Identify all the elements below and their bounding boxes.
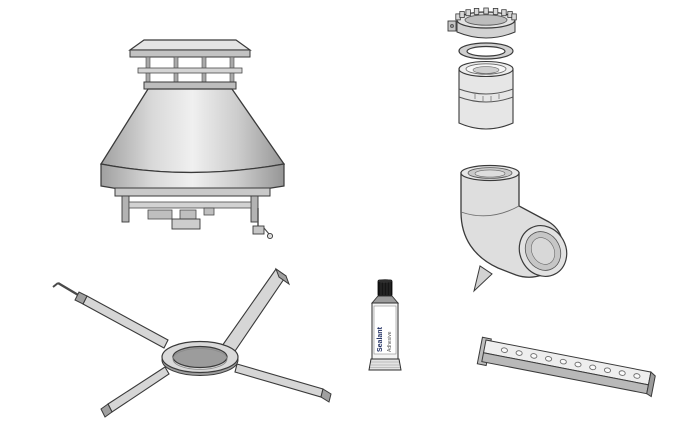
center-ring [161,340,239,376]
tube-crimp [368,358,402,371]
elbow-fin [473,265,493,293]
castellated-collar-gasket-and-pipe-section [447,7,517,130]
tube-label-text-primary: Sealant [377,326,384,352]
tube-body: Sealant Adhesive [371,302,399,360]
sealant-tube: Sealant Adhesive [368,279,402,371]
elbow-inlet-opening [460,164,520,182]
bracket-arms [82,268,324,413]
pipe-label-band [458,88,514,103]
strap-holes [500,347,641,379]
arm-lower-left [107,366,170,413]
cross-support-bracket-with-rod [52,267,332,418]
hanging-bracket [252,208,274,240]
perforated-support-strap [476,336,656,398]
rain-cap [128,39,252,58]
sealant-tube-figure: Sealant Adhesive [368,278,408,378]
tube-label-text-secondary: Adhesive [387,331,393,352]
pipe-section [458,60,514,130]
strap-end-face [646,371,656,398]
tube-label [373,305,397,355]
strap-figure [476,326,676,404]
elbow-outlet-opening [518,225,568,277]
clamp-bolt [447,20,457,32]
vent-elbow-90-degree [460,164,568,293]
termination-cap-figure [88,28,293,243]
base-assembly [114,187,274,240]
cone-body [99,81,286,195]
castellated-collar [447,7,517,39]
elbow-figure [450,162,575,294]
arm-end-flanges [74,267,332,418]
arm-upper-left [82,295,169,349]
cap-support-posts [137,56,243,87]
collar-teeth [455,7,517,21]
arm-lower-right [234,363,324,398]
arm-upper-right [221,268,287,355]
chimney-termination-cap [99,39,286,240]
cross-support-figure [50,262,350,422]
gasket-o-ring [458,42,514,60]
tube-shoulder [371,295,399,304]
adapter-stack-figure [445,5,527,137]
tube-cap [377,279,393,297]
